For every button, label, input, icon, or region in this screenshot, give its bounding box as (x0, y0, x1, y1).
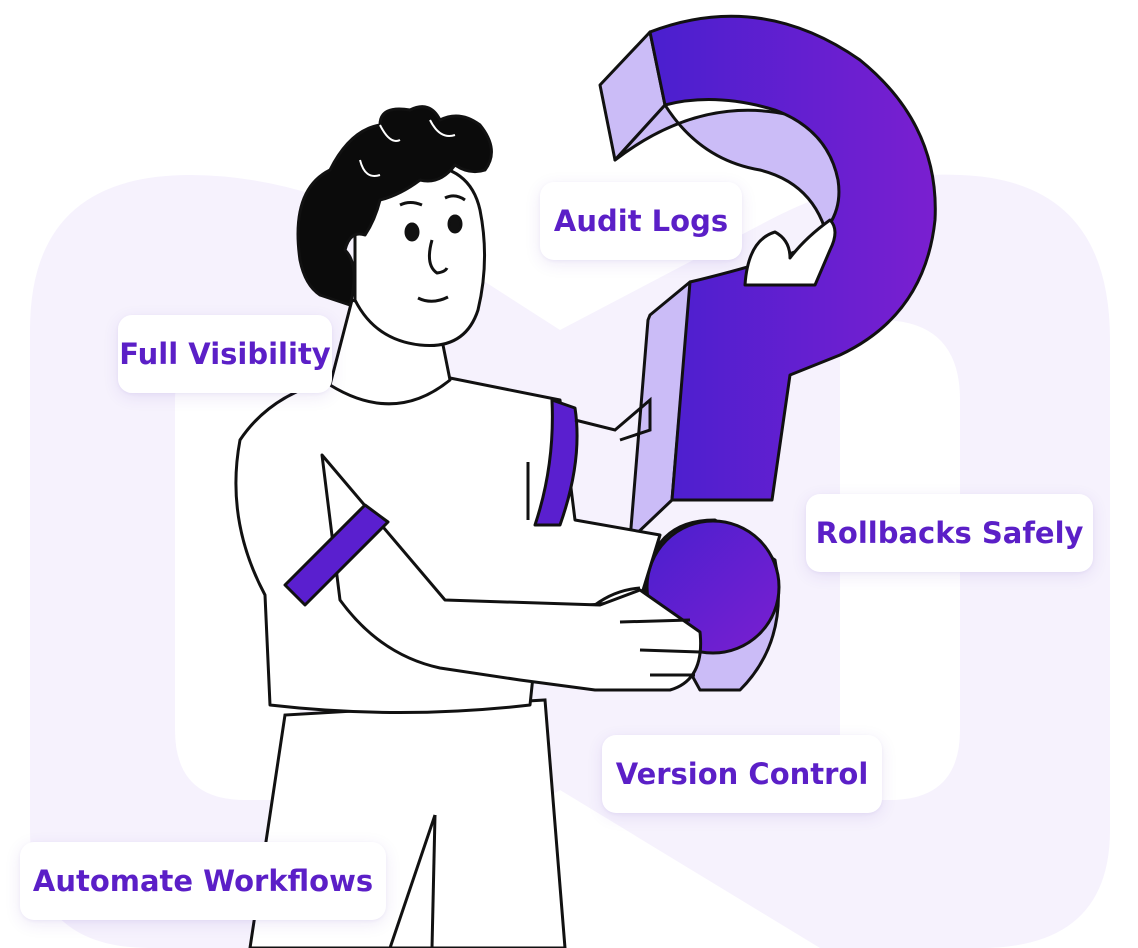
feature-pill-audit-logs: Audit Logs (540, 182, 742, 260)
feature-pill-label: Automate Workflows (32, 864, 374, 898)
head (296, 105, 493, 406)
feature-pill-automate-workflows: Automate Workflows (20, 842, 386, 920)
hair (296, 105, 493, 307)
right-arm (574, 396, 652, 442)
feature-pill-label: Version Control (615, 757, 869, 791)
feature-pill-label: Full Visibility (119, 337, 331, 371)
feature-pill-rollbacks-safely: Rollbacks Safely (806, 494, 1093, 572)
feature-pill-label: Rollbacks Safely (815, 516, 1084, 550)
feature-pill-version-control: Version Control (602, 735, 882, 813)
feature-pill-full-visibility: Full Visibility (118, 315, 332, 393)
raised-hand (743, 218, 837, 287)
feature-pill-label: Audit Logs (553, 204, 729, 238)
